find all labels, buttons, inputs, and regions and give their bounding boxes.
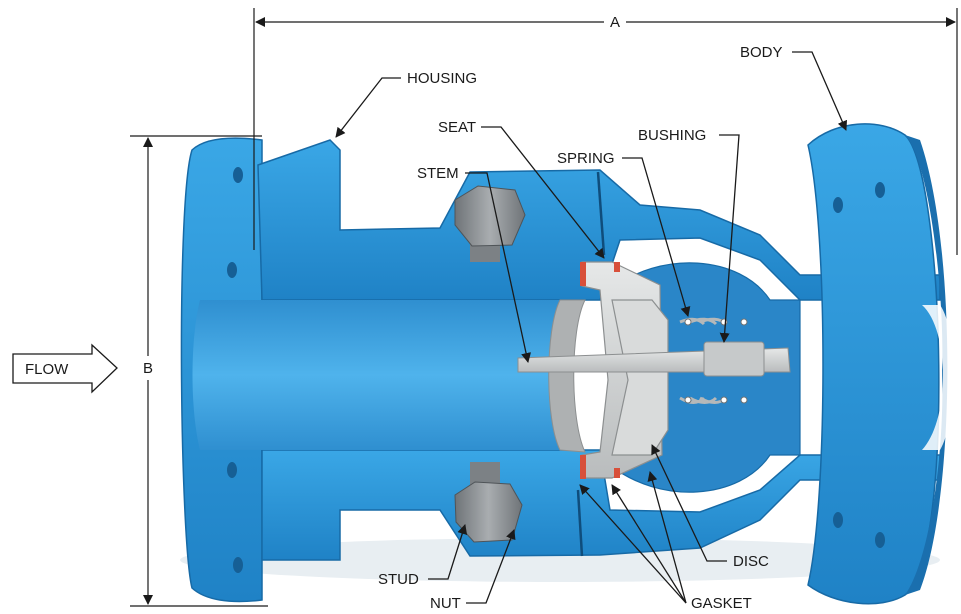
ground-shadow xyxy=(180,538,940,582)
housing-body-joint-top xyxy=(596,171,606,256)
housing-wall-bottom xyxy=(261,449,941,561)
housing-body-joint-bottom xyxy=(576,489,584,557)
leader-body xyxy=(792,51,847,131)
dimension-b-label: B xyxy=(143,360,153,377)
leader-spring xyxy=(622,157,691,317)
bushing xyxy=(703,341,765,377)
label-stud: STUD xyxy=(378,571,419,588)
label-spring: SPRING xyxy=(557,150,615,167)
housing-wall-top xyxy=(257,139,941,301)
label-bushing: BUSHING xyxy=(638,127,706,144)
internal-parts xyxy=(517,261,791,479)
leader-gasket-1 xyxy=(579,484,687,604)
gasket-bottom xyxy=(580,455,586,479)
callouts: HOUSING BODY SEAT STEM SPRING BUSHING DI… xyxy=(335,44,847,612)
leader-gasket-3 xyxy=(647,471,687,604)
label-seat: SEAT xyxy=(438,119,476,136)
label-nut: NUT xyxy=(430,595,461,612)
dimension-a-label: A xyxy=(610,14,620,31)
dimension-a: A xyxy=(253,8,958,255)
label-stem: STEM xyxy=(417,165,459,182)
gasket-top-2 xyxy=(614,262,620,272)
leader-stem xyxy=(465,172,531,363)
leader-stud xyxy=(428,524,468,580)
body-bore-opening xyxy=(922,305,954,450)
leader-disc xyxy=(651,444,727,562)
leader-seat xyxy=(481,126,605,259)
flange-bolt-holes-right xyxy=(833,182,885,548)
body-flange-face xyxy=(905,135,948,595)
label-body: BODY xyxy=(740,44,783,61)
label-gasket: GASKET xyxy=(691,595,752,612)
spring xyxy=(679,317,728,404)
housing-bore xyxy=(192,300,560,450)
gasket-top xyxy=(580,262,586,286)
seat-face xyxy=(548,299,586,453)
leader-nut xyxy=(466,529,516,604)
body-flange-right xyxy=(807,123,940,605)
flow-indicator: FLOW xyxy=(12,343,118,394)
gasket-bottom-2 xyxy=(614,468,620,478)
flow-label: FLOW xyxy=(25,361,69,378)
label-disc: DISC xyxy=(733,553,769,570)
leader-housing xyxy=(335,77,401,138)
flow-arrow xyxy=(12,343,118,394)
flange-bolt-holes-left xyxy=(227,167,243,573)
leader-bushing xyxy=(719,134,740,343)
nut-top xyxy=(454,185,526,247)
fasteners xyxy=(454,185,526,543)
label-housing: HOUSING xyxy=(407,70,477,87)
dimension-b: B xyxy=(130,135,268,607)
disc xyxy=(611,299,669,456)
leader-gasket-2 xyxy=(611,484,687,604)
